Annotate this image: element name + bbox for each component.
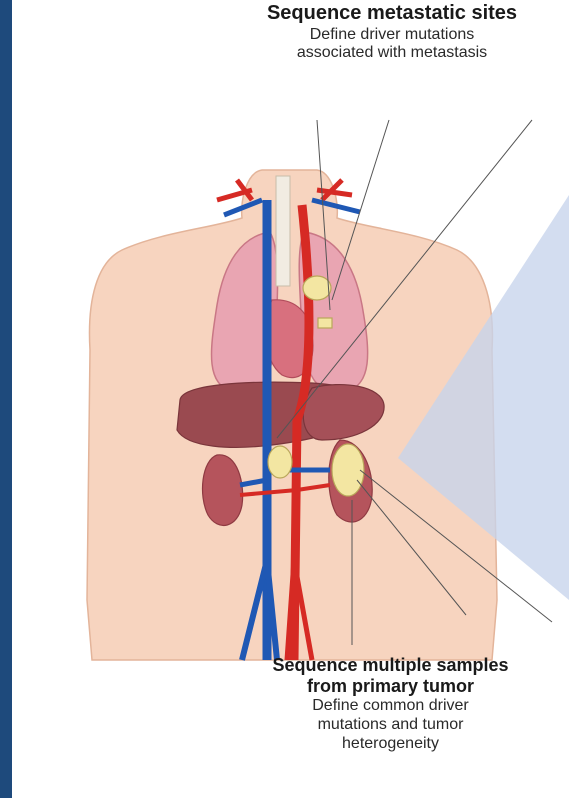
lung-metastasis-lower [318, 318, 332, 328]
adrenal-metastasis [268, 446, 292, 478]
figure-canvas: Sequence metastatic sites Define driver … [12, 0, 569, 798]
top-callout-title: Sequence metastatic sites [217, 2, 567, 26]
lung-metastasis-upper [303, 276, 331, 300]
top-callout: Sequence metastatic sites Define driver … [217, 2, 567, 63]
bottom-callout: Sequence multiple samples from primary t… [212, 655, 569, 754]
primary-tumor [332, 444, 364, 496]
top-callout-desc-line2: associated with metastasis [217, 44, 567, 63]
bottom-callout-desc-line3: heterogeneity [212, 735, 569, 754]
bottom-callout-title-line2: from primary tumor [212, 676, 569, 697]
bottom-callout-title-line1: Sequence multiple samples [212, 655, 569, 676]
bottom-callout-desc-line2: mutations and tumor [212, 716, 569, 735]
bottom-callout-desc-line1: Define common driver [212, 697, 569, 716]
trachea [276, 176, 290, 286]
top-callout-desc-line1: Define driver mutations [217, 26, 567, 45]
